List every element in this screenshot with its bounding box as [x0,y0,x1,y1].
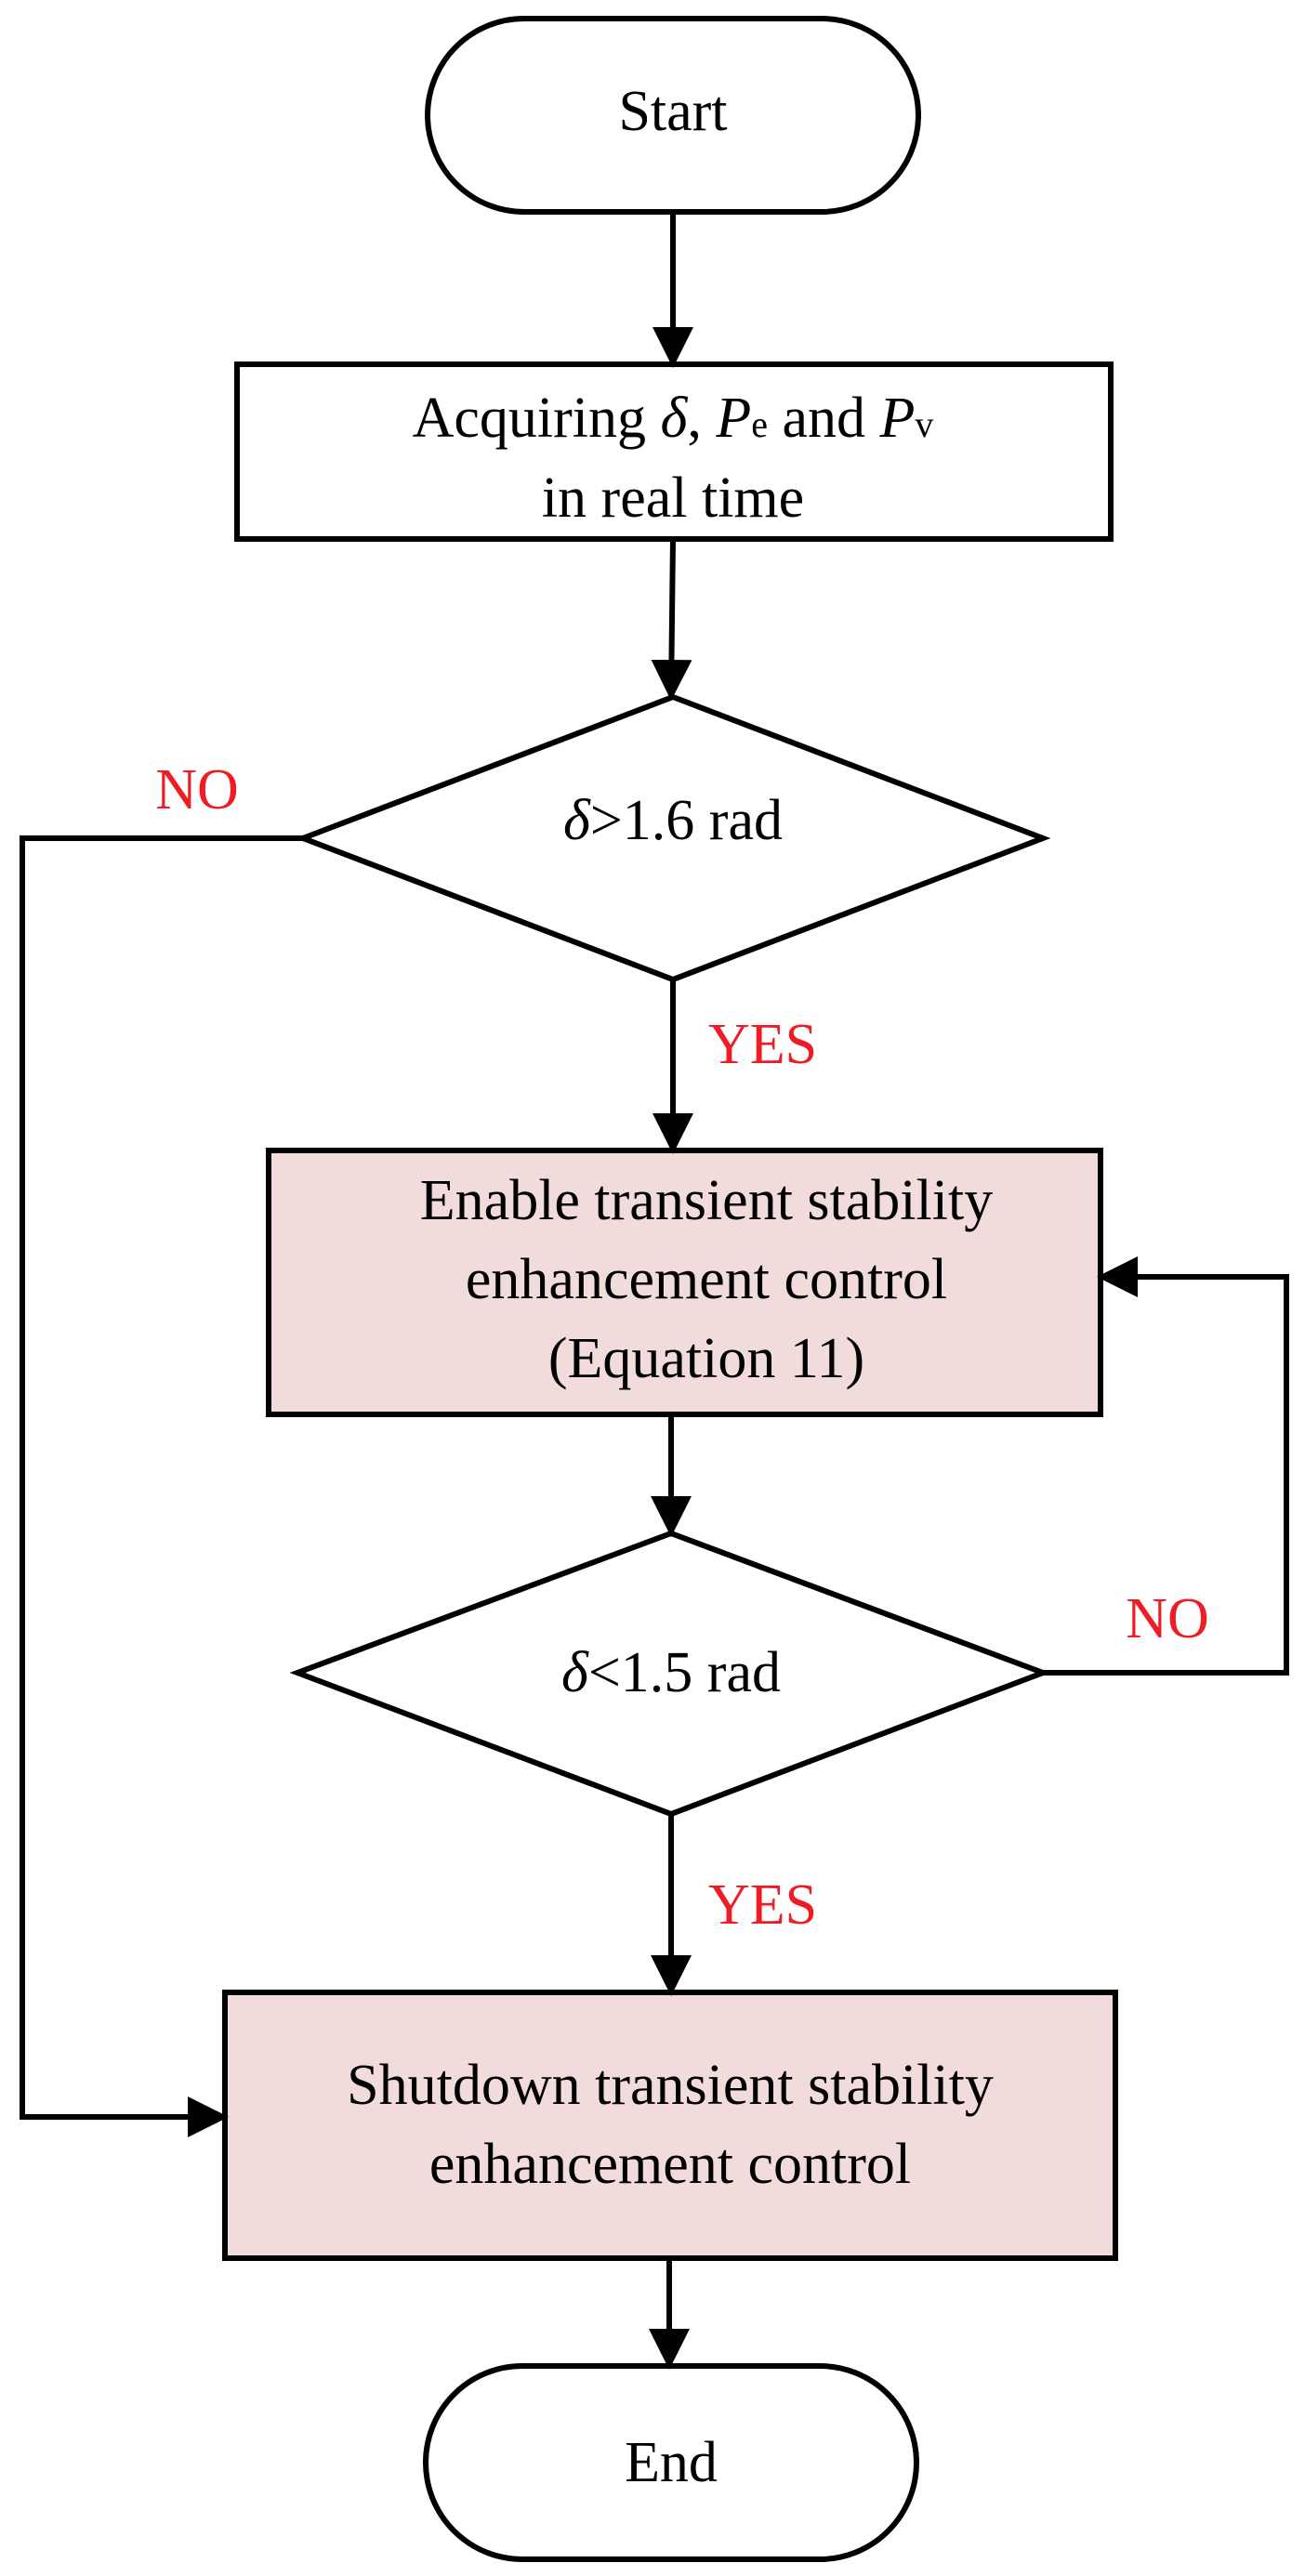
arrow-decision2-no-loop-to-enable [1043,1256,1289,1676]
shutdown-line-2: enhancement control [429,2133,911,2196]
arrow-acquire-to-decision1 [651,538,692,701]
enable-line-2: enhancement control [466,1248,947,1311]
end-label: End [625,2431,718,2494]
enable-line-1: Enable transient stability [420,1169,993,1232]
shutdown-line-1: Shutdown transient stability [347,2054,994,2117]
acquire-process-box [234,361,1114,542]
start-label: Start [618,80,727,143]
acquire-line-2: in real time [542,467,804,530]
acquire-line-1: Acquiring δ, Pe and Pv [413,387,934,450]
shutdown-control-box [222,1990,1118,2261]
decision2-label: δ<1.5 rad [561,1641,781,1704]
enable-line-3: (Equation 11) [548,1327,864,1390]
decision1-yes-label: YES [708,1013,817,1076]
arrow-decision1-no-to-shutdown [20,835,303,2137]
decision2-yes-label: YES [708,1873,817,1937]
decision1-no-label: NO [155,758,239,821]
decision2-no-label: NO [1126,1587,1209,1650]
decision1-label: δ>1.6 rad [563,789,783,852]
